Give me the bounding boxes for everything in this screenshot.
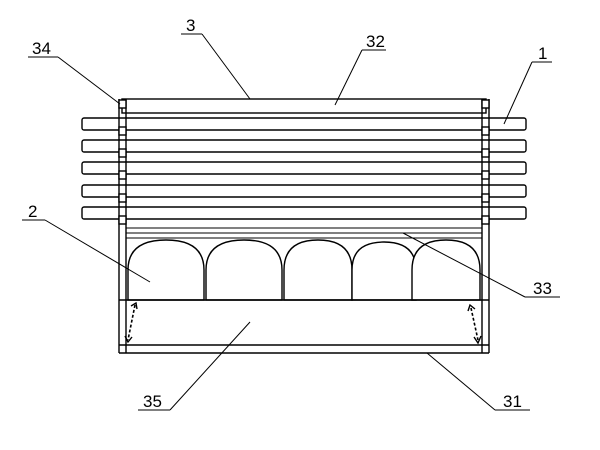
connector [118,193,127,203]
label-32: 32 [366,32,385,51]
dome [205,239,283,301]
label-35: 35 [143,392,162,411]
connector [118,99,127,109]
rod [81,139,527,153]
lower-chamber [119,299,489,354]
label-1: 1 [538,44,547,63]
top-plate [121,98,487,114]
rod-group [81,117,527,220]
leader-lines [22,33,560,411]
right-post [481,99,490,353]
label-2: 2 [28,202,37,221]
rod [81,161,527,175]
connector [481,99,490,109]
dome [127,239,205,301]
dome [411,239,481,301]
connector [118,126,127,136]
dome-group [127,239,481,301]
connector [118,148,127,158]
label-33: 33 [533,279,552,298]
connector [481,215,490,225]
flow-arrow-left [124,301,138,344]
rod [81,206,527,220]
flow-arrow-right [467,303,482,345]
dome [283,239,353,301]
connector [118,170,127,180]
inner-strip [126,227,482,239]
label-3: 3 [186,16,195,35]
label-34: 34 [32,39,51,58]
connector [118,215,127,225]
rod [81,117,527,131]
connector [481,126,490,136]
connector [481,148,490,158]
connector [481,170,490,180]
label-31: 31 [503,392,522,411]
left-post [118,99,127,353]
dome [351,241,417,301]
connector [481,193,490,203]
rod [81,184,527,198]
